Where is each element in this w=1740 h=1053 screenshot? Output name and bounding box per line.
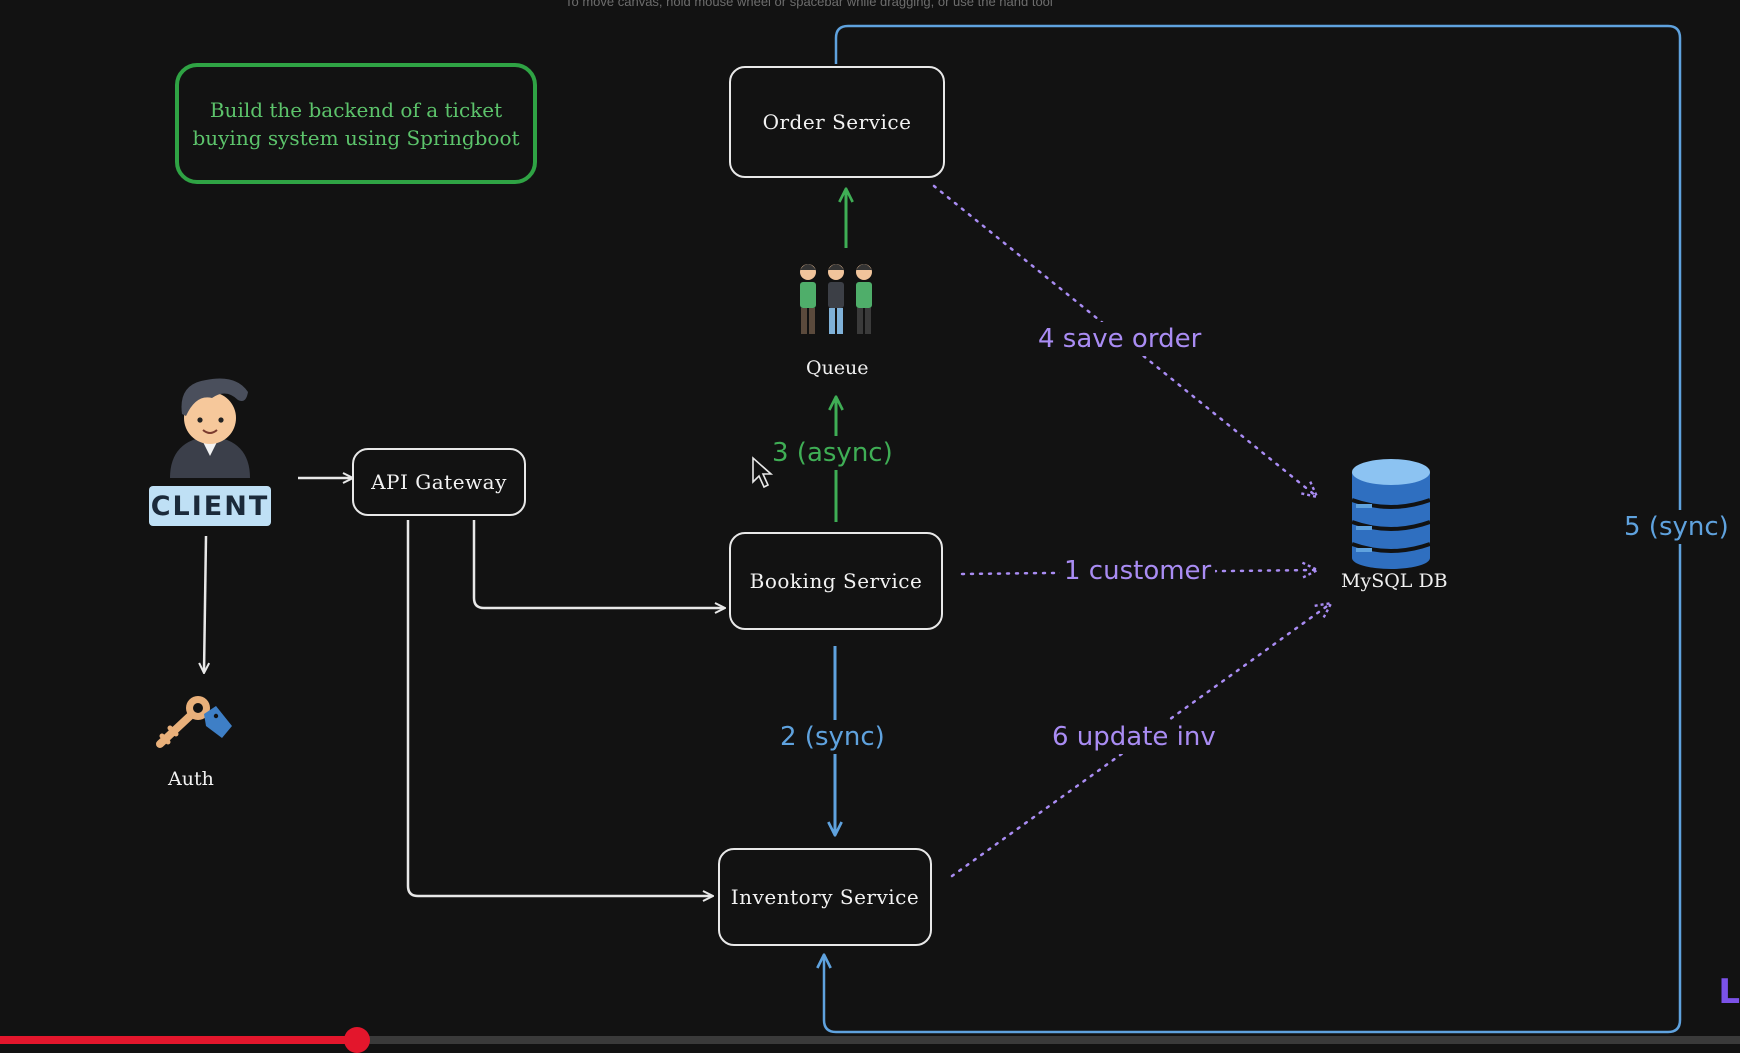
arrow-gateway-to-inventory bbox=[406, 520, 712, 896]
queue-label: Queue bbox=[806, 357, 869, 379]
inventory-service-label: Inventory Service bbox=[730, 885, 920, 909]
edge-label-sync-5: 5 (sync) bbox=[1620, 510, 1733, 544]
edge-label-customer: 1 customer bbox=[1060, 556, 1216, 586]
user-avatar-icon bbox=[170, 378, 250, 478]
goal-note-text: Build the backend of a ticket buying sys… bbox=[192, 97, 520, 150]
people-queue-icon bbox=[800, 264, 872, 334]
edge-label-sync-2: 2 (sync) bbox=[776, 720, 889, 754]
key-icon bbox=[156, 696, 232, 748]
progress-scrubber[interactable] bbox=[343, 1027, 370, 1053]
inventory-service-node[interactable]: Inventory Service bbox=[718, 848, 932, 946]
auth-label: Auth bbox=[168, 768, 214, 790]
client-label: CLIENT bbox=[149, 486, 271, 526]
arrow-order-to-inventory-loop bbox=[824, 24, 1682, 1034]
edge-label-update-inv: 6 update inv bbox=[1048, 720, 1220, 754]
goal-note[interactable]: Build the backend of a ticket buying sys… bbox=[175, 63, 537, 184]
api-gateway-node[interactable]: API Gateway bbox=[352, 448, 526, 516]
booking-service-label: Booking Service bbox=[749, 569, 923, 593]
arrow-gateway-to-booking bbox=[472, 520, 724, 608]
edge-label-save-order: 4 save order bbox=[1034, 322, 1206, 356]
order-service-label: Order Service bbox=[762, 110, 912, 134]
order-service-node[interactable]: Order Service bbox=[729, 66, 945, 178]
booking-service-node[interactable]: Booking Service bbox=[729, 532, 943, 630]
mouse-cursor-icon bbox=[752, 456, 774, 489]
progress-played bbox=[0, 1036, 357, 1044]
video-progress-bar[interactable] bbox=[0, 1027, 1740, 1053]
mysql-db-label: MySQL DB bbox=[1341, 570, 1448, 592]
canvas-hint: To move canvas, hold mouse wheel or spac… bbox=[565, 0, 1053, 9]
arrow-client-to-auth bbox=[204, 535, 206, 672]
edge-label-async-3: 3 (async) bbox=[768, 436, 897, 470]
brand-mark: L bbox=[1718, 972, 1740, 1012]
database-icon bbox=[1351, 459, 1431, 569]
api-gateway-label: API Gateway bbox=[371, 470, 507, 494]
